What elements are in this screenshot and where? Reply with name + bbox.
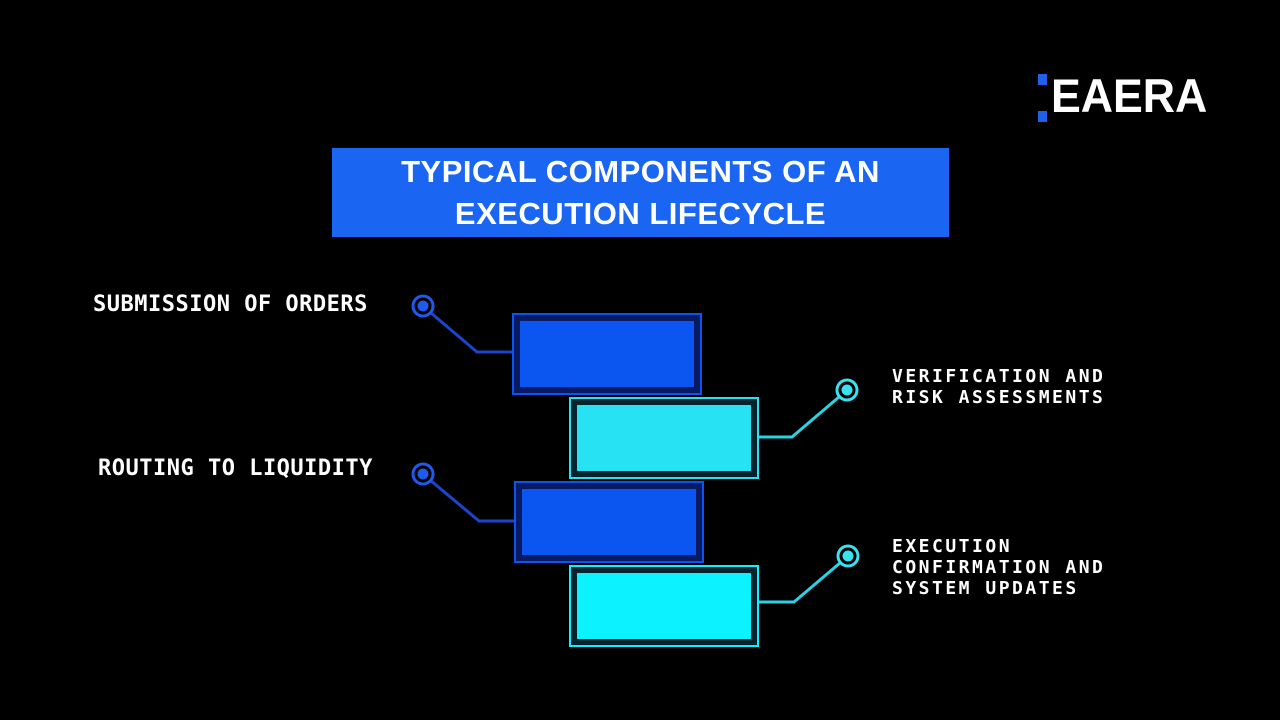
marker-submission-icon [411, 294, 435, 318]
connector-line-verification [756, 389, 847, 439]
step-1-box [514, 315, 700, 393]
title-line-2: EXECUTION LIFECYCLE [454, 195, 827, 231]
label-line: EXECUTION [892, 536, 1013, 557]
marker-routing-icon [411, 462, 435, 486]
step-3-box-outline [514, 481, 704, 563]
logo-accent-squares [1038, 70, 1048, 122]
marker-verification-icon [835, 378, 859, 402]
step-4-box [571, 567, 757, 645]
connector-line-submission [423, 305, 515, 354]
step-1-box-outline [512, 313, 702, 395]
marker-execution-icon [836, 544, 860, 568]
label-line: SYSTEM UPDATES [892, 578, 1079, 599]
step-2-box [571, 399, 757, 477]
title-banner: TYPICAL COMPONENTS OF AN EXECUTION LIFEC… [332, 148, 949, 237]
label-line: CONFIRMATION AND [892, 557, 1106, 578]
logo-text: EAERA [1051, 69, 1208, 122]
label-line: SUBMISSION OF ORDERS [93, 292, 368, 317]
logo-square-bottom-icon [1038, 111, 1047, 122]
step-4-box-outline [569, 565, 759, 647]
step-2-box-outline [569, 397, 759, 479]
label-line: ROUTING TO LIQUIDITY [98, 456, 373, 481]
logo-eaera: EAERA [1038, 68, 1216, 124]
label-verification-risk: VERIFICATION AND RISK ASSESSMENTS [892, 366, 1105, 408]
connector-line-routing [423, 473, 516, 523]
label-line: VERIFICATION AND [892, 366, 1106, 387]
label-routing-to-liquidity: ROUTING TO LIQUIDITY [98, 456, 373, 482]
step-3-box [516, 483, 702, 561]
label-submission-of-orders: SUBMISSION OF ORDERS [93, 292, 368, 318]
label-line: RISK ASSESSMENTS [892, 387, 1106, 408]
connector-line-execution [756, 555, 848, 604]
logo-square-top-icon [1038, 74, 1047, 85]
title-line-1: TYPICAL COMPONENTS OF AN [401, 153, 880, 189]
label-execution-confirmation: EXECUTION CONFIRMATION AND SYSTEM UPDATE… [892, 536, 1105, 599]
